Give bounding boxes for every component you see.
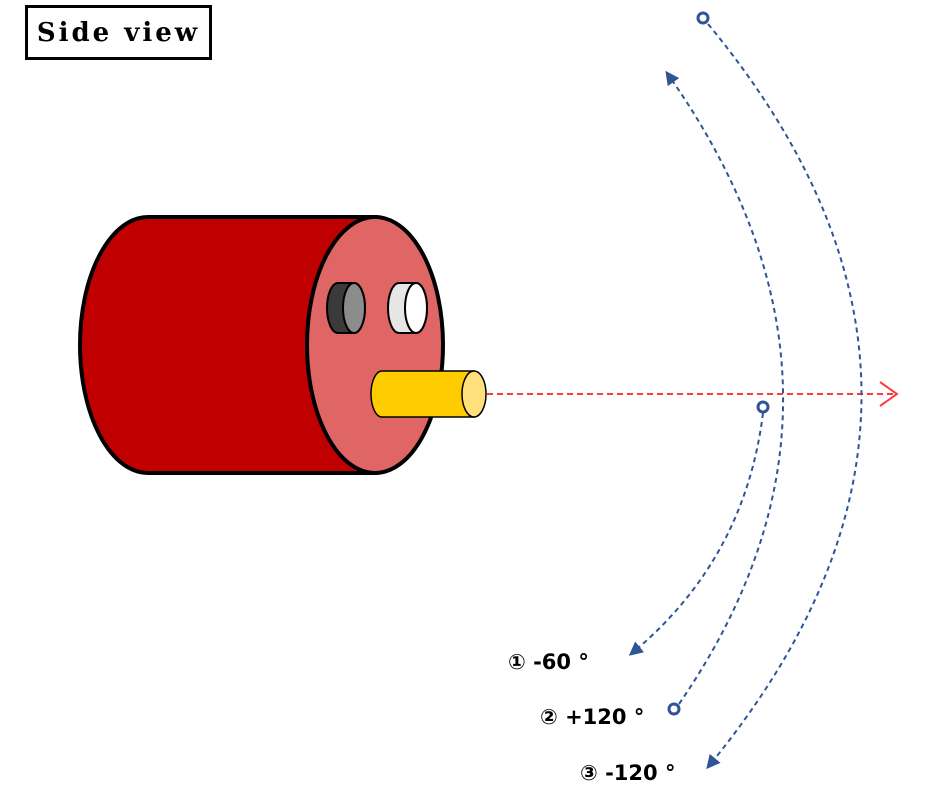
- rotation-2-label: ② +120 °: [540, 705, 645, 729]
- rotation-path-1: [628, 400, 770, 656]
- motor-body: [78, 215, 445, 475]
- rotation-1-start-marker: [756, 400, 770, 414]
- rotation-2-start-marker: [667, 702, 681, 716]
- rotation-path-2: [665, 70, 785, 716]
- view-title: Side view: [25, 5, 212, 60]
- rotation-3-start-marker: [696, 11, 710, 25]
- motor-front-face: [305, 215, 445, 475]
- axis-arrow: [487, 381, 899, 407]
- axis-arrowhead: [879, 381, 899, 407]
- motor-shaft: [370, 370, 487, 418]
- light-button: [387, 282, 428, 334]
- shaft-end: [461, 370, 487, 418]
- rotation-3-label: ③ -120 °: [580, 761, 676, 785]
- dark-button: [326, 282, 366, 334]
- rotation-1-label: ① -60 °: [508, 650, 589, 674]
- rotation-path-3: [696, 11, 863, 770]
- motor-side-surface: [78, 215, 377, 475]
